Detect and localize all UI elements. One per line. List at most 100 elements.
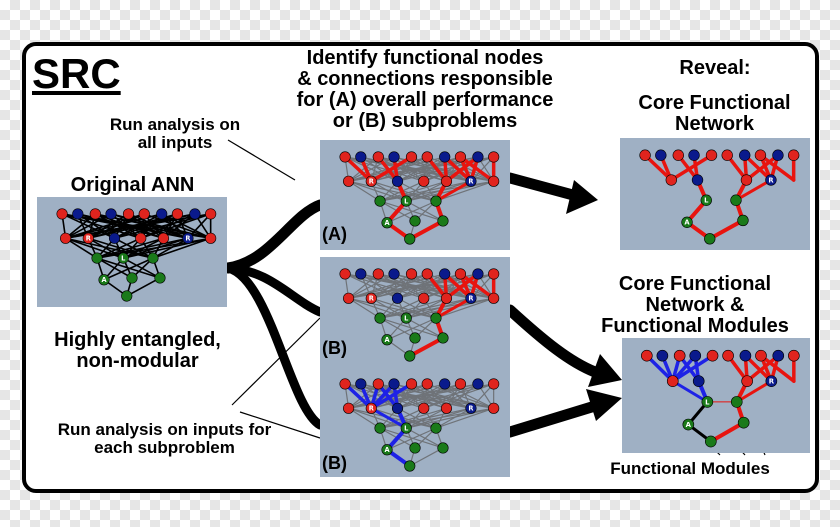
entangled-line: non-modular	[76, 350, 199, 372]
hidden-node	[391, 175, 404, 187]
arrowhead-b2	[586, 389, 622, 421]
node-label: A	[384, 336, 390, 344]
input-node	[138, 208, 150, 220]
network-edge	[347, 180, 381, 202]
node-label: R	[86, 235, 91, 243]
input-node	[772, 149, 784, 161]
hidden-node	[381, 334, 393, 346]
hidden-node	[700, 194, 712, 206]
network-edge	[393, 273, 425, 299]
network-edge	[379, 297, 448, 319]
network-edge	[396, 383, 462, 409]
input-node	[439, 151, 451, 163]
node-label: R	[468, 405, 473, 413]
network-edge	[64, 213, 112, 240]
network-edge	[405, 200, 444, 222]
input-node	[388, 268, 400, 280]
run-sub-line: Run analysis on inputs for	[57, 420, 272, 439]
node-label: L	[404, 197, 409, 205]
network-edge	[347, 407, 381, 429]
network-edge	[96, 237, 165, 259]
network-edge	[410, 273, 472, 299]
core-modules-title: Core Functional Network & Functional Mod…	[570, 274, 820, 337]
input-node	[488, 268, 500, 280]
network-edge	[758, 153, 796, 182]
network-edge	[434, 179, 473, 203]
node-label: A	[384, 446, 390, 454]
node-label: R	[369, 295, 374, 303]
input-node	[472, 151, 484, 163]
core-network-line: Core Functional	[638, 92, 791, 114]
network-edge	[347, 273, 379, 299]
hidden-node	[381, 217, 393, 229]
node-label: A	[686, 421, 692, 429]
network-edge	[435, 297, 495, 319]
network-edge	[379, 317, 444, 339]
run-all-line: all inputs	[137, 133, 213, 152]
hidden-node	[666, 375, 679, 387]
network-edge	[405, 317, 444, 339]
input-node	[189, 208, 201, 220]
input-node	[56, 208, 68, 220]
hidden-node	[91, 252, 103, 264]
hidden-node	[730, 396, 743, 408]
hidden-node	[488, 175, 500, 187]
node-label: R	[369, 178, 374, 186]
network-edge	[409, 447, 444, 467]
pointer-run-sub-1	[231, 317, 321, 406]
hidden-node	[430, 195, 442, 207]
hidden-node	[740, 174, 753, 186]
network-edge	[734, 178, 773, 202]
network-edge	[347, 383, 395, 409]
network-edge	[369, 382, 414, 411]
network-edge	[708, 420, 746, 444]
hidden-node	[765, 174, 777, 186]
hidden-node	[418, 402, 430, 414]
input-node	[339, 151, 351, 163]
network-edge	[343, 155, 374, 184]
hidden-node	[374, 195, 386, 207]
hidden-node	[409, 332, 421, 344]
network-edge	[369, 155, 414, 184]
input-node	[89, 208, 101, 220]
input-node	[205, 208, 217, 220]
hidden-node	[465, 175, 477, 187]
output-node	[404, 233, 416, 245]
input-node	[405, 378, 418, 390]
network-edge	[64, 213, 97, 240]
network-edge	[671, 379, 709, 404]
branch-to-b2	[223, 263, 325, 430]
output-node	[704, 233, 716, 245]
panel-core-network-modules: RLA	[622, 338, 810, 453]
network-edge	[410, 383, 472, 409]
network-edge	[347, 273, 395, 299]
node-label: R	[185, 235, 190, 243]
arrow-heads	[566, 180, 622, 421]
input-node	[372, 378, 384, 390]
run-all-line: Run analysis on	[109, 115, 241, 134]
hidden-node	[82, 232, 94, 244]
core-modules-line: Network &	[645, 294, 745, 316]
hidden-node	[430, 422, 442, 434]
identify-line: & connections responsible	[297, 68, 553, 90]
arrowhead-b1	[588, 354, 622, 387]
network-edge	[444, 272, 480, 301]
input-node	[439, 268, 451, 280]
network-edge	[379, 180, 448, 202]
node-label: L	[404, 314, 409, 322]
input-node	[454, 378, 467, 390]
hidden-node	[409, 442, 421, 454]
network-edge	[744, 153, 780, 182]
run-sub-line: each subproblem	[94, 438, 235, 457]
arrow-b2-line	[504, 400, 601, 438]
node-label: R	[369, 405, 374, 413]
network-edge	[393, 273, 472, 299]
hidden-node	[488, 292, 500, 304]
input-node	[640, 349, 653, 362]
input-node	[72, 208, 84, 220]
arrow-a-line	[504, 172, 579, 201]
network-edge	[386, 427, 437, 451]
